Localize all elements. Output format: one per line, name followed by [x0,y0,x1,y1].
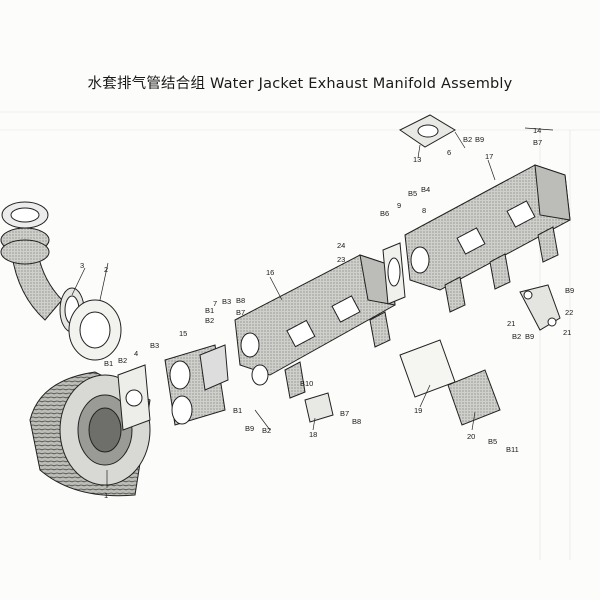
front-manifold-part [234,254,396,399]
callout-b2: B2 [512,332,521,341]
callout-21: 21 [507,319,515,328]
callout-b8: B8 [352,417,361,426]
callout-b6: B6 [380,209,389,218]
callout-b1: B1 [205,306,214,315]
callout-b8: B8 [236,296,245,305]
callout-17: 17 [485,152,493,161]
bracket-21-part [519,284,561,331]
callout-b2: B2 [262,426,271,435]
top-flange-part [399,114,456,148]
callout-18: 18 [309,430,317,439]
callout-19: 19 [414,406,422,415]
callout-b5: B5 [488,437,497,446]
callout-labels: 13 6 B2 B9 14 B7 17 B5 B4 8 9 B6 24 23 3… [80,126,574,500]
callout-b7: B7 [340,409,349,418]
callout-b4: B4 [421,185,430,194]
callout-b9: B9 [245,424,254,433]
callout-b5: B5 [408,189,417,198]
callout-6: 6 [447,148,451,157]
callout-15: 15 [179,329,187,338]
callout-b2: B2 [463,135,472,144]
y-branch-pipe-part [164,344,229,426]
callout-b7: B7 [236,308,245,317]
cover-plate-19-part [399,339,456,398]
small-plate-18-part [304,392,334,423]
callout-b9: B9 [525,332,534,341]
flange-gasket-part [68,299,122,361]
callout-b11: B11 [506,445,519,454]
diagram-title: 水套排气管结合组 Water Jacket Exhaust Manifold A… [87,76,513,92]
callout-b10: B10 [300,379,313,388]
callout-21: 21 [563,328,571,337]
flange-block-part [117,364,151,431]
callout-20: 20 [467,432,475,441]
callout-b1: B1 [104,359,113,368]
callout-b9: B9 [475,135,484,144]
manifold-gasket-part [382,242,406,305]
cover-plate-20-part [447,369,501,426]
callout-3: 3 [80,261,84,270]
callout-16: 16 [266,268,274,277]
rear-manifold-part [404,164,571,313]
callout-b1: B1 [233,406,242,415]
callout-b9: B9 [565,286,574,295]
callout-1: 1 [104,491,108,500]
leader-lines [71,127,554,488]
exhaust-elbow-part [0,201,85,333]
callout-22: 22 [565,308,573,317]
callout-b2: B2 [118,356,127,365]
callout-b2: B2 [205,316,214,325]
callout-23: 23 [337,255,345,264]
callout-24: 24 [337,241,345,250]
callout-13: 13 [413,155,421,164]
callout-4: 4 [134,349,138,358]
callout-9: 9 [397,201,401,210]
callout-2: 2 [104,265,108,274]
callout-7: 7 [213,299,217,308]
callout-14: 14 [533,126,541,135]
callout-b3: B3 [222,297,231,306]
callout-b3: B3 [150,341,159,350]
callout-b7: B7 [533,138,542,147]
callout-8: 8 [422,206,426,215]
